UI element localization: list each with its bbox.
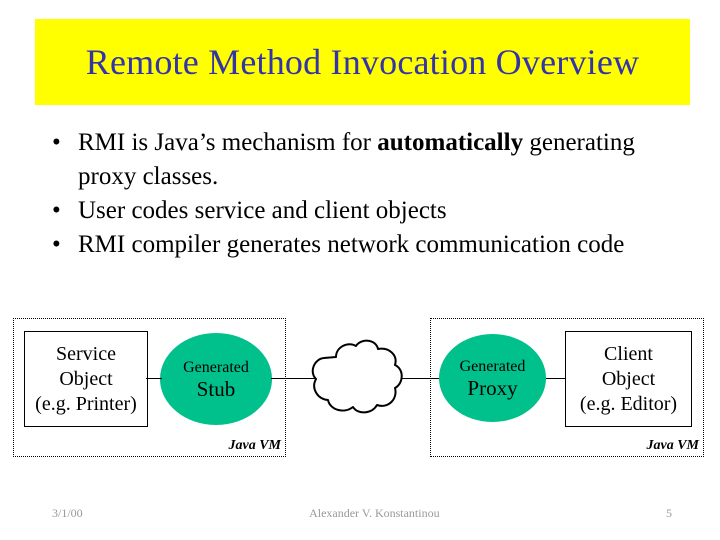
service-object-line1: Service	[56, 342, 116, 365]
bullet-text-post: generating proxy classes.	[78, 129, 635, 190]
client-object-box: Client Object (e.g. Editor)	[565, 331, 692, 427]
list-item: • RMI compiler generates network communi…	[52, 228, 682, 262]
bullet-list: • RMI is Java’s mechanism for automatica…	[52, 126, 682, 262]
bullet-dot-icon: •	[52, 197, 61, 224]
bullet-text: User codes service and client objects	[78, 197, 447, 224]
bullet-dot-icon: •	[52, 129, 61, 156]
service-object-box: Service Object (e.g. Printer)	[24, 331, 148, 427]
bullet-text-emphasis: automatically	[377, 129, 524, 156]
page-title: Remote Method Invocation Overview	[85, 42, 640, 82]
java-vm-container-right: Java VM	[430, 318, 704, 457]
list-item: • User codes service and client objects	[52, 194, 682, 228]
generated-proxy-line2: Proxy	[467, 375, 518, 400]
client-object-line1: Client	[604, 342, 653, 365]
service-object-line3: (e.g. Printer)	[35, 392, 137, 415]
client-object-line2: Object	[601, 367, 656, 390]
java-vm-label-left: Java VM	[228, 438, 282, 453]
bullet-dot-icon: •	[52, 231, 61, 258]
footer-page-number: 5	[666, 506, 672, 520]
bullet-text: RMI compiler generates network communica…	[78, 231, 625, 258]
footer-author: Alexander V. Konstantinou	[309, 506, 440, 520]
generated-stub-ellipse: Generated Stub	[160, 333, 272, 425]
bullet-text: RMI is Java’s mechanism for automaticall…	[78, 126, 682, 194]
title-banner: Remote Method Invocation Overview	[35, 19, 690, 105]
generated-stub-line2: Stub	[196, 376, 236, 401]
generated-proxy-ellipse: Generated Proxy	[439, 334, 546, 422]
bullet-text-pre: RMI is Java’s mechanism for	[78, 129, 378, 156]
connector-stub-to-network	[271, 378, 316, 379]
generated-proxy-line1: Generated	[459, 357, 526, 375]
client-object-line3: (e.g. Editor)	[579, 392, 678, 415]
service-object-line2: Object	[59, 367, 113, 390]
footer-date: 3/1/00	[52, 506, 83, 520]
java-vm-container-left: Java VM	[13, 318, 286, 457]
connector-service-to-stub	[146, 378, 162, 379]
list-item: • RMI is Java’s mechanism for automatica…	[52, 126, 682, 194]
java-vm-label-right: Java VM	[646, 438, 700, 453]
connector-proxy-to-client	[545, 378, 566, 379]
connector-network-to-proxy	[396, 378, 441, 379]
generated-stub-line1: Generated	[183, 358, 249, 376]
slide-footer: 3/1/00 Alexander V. Konstantinou 5	[52, 506, 672, 521]
network-cloud-icon	[306, 335, 408, 421]
